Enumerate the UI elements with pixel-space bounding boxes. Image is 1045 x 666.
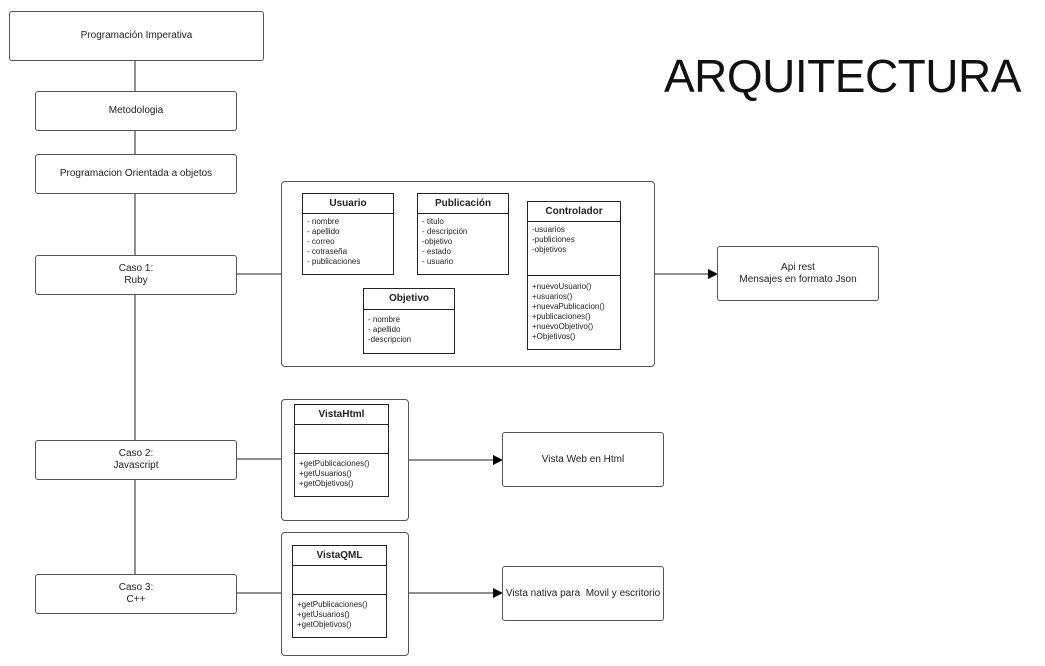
- objetivo-class: Objetivo - nombre - apellido -descripcio…: [363, 288, 455, 354]
- vistahtml-method: +getUsuarios(): [299, 469, 352, 478]
- controlador-method: +Objetivos(): [532, 332, 576, 341]
- vistahtml-class: VistaHtml +getPublicaciones() +getUsuari…: [294, 404, 389, 497]
- publicacion-attr: - estado: [422, 247, 451, 256]
- controlador-attr: -objetivos: [532, 245, 567, 254]
- publicacion-attrs: - titulo - descripción -objetivo - estad…: [418, 214, 508, 269]
- page-title: ARQUITECTURA: [664, 50, 1021, 102]
- objetivo-attr: -descripcion: [368, 335, 412, 344]
- usuario-attr: - nombre: [307, 217, 340, 226]
- controlador-method: +publicaciones(): [532, 312, 591, 321]
- objetivo-attr: - nombre: [368, 315, 401, 324]
- usuario-attr: - publicaciones: [307, 257, 361, 266]
- api-rest-box: Api rest Mensajes en formato Json: [717, 246, 879, 301]
- caso1-box: Caso 1: Ruby: [35, 255, 237, 295]
- controlador-attr: -publiciones: [532, 235, 575, 244]
- objetivo-attr: - apellido: [368, 325, 401, 334]
- vistahtml-method: +getPublicaciones(): [299, 459, 370, 468]
- vistahtml-class-name: VistaHtml: [295, 405, 388, 425]
- controlador-method: +nuevaPublicacion(): [532, 302, 605, 311]
- publicacion-attr: - usuario: [422, 257, 454, 266]
- programacion-imperativa-label: Programación Imperativa: [80, 30, 193, 41]
- programacion-imperativa-box: Programación Imperativa: [9, 11, 264, 61]
- usuario-attr: - correo: [307, 237, 335, 246]
- vistaqml-methods: +getPublicaciones() +getUsuarios() +getO…: [293, 595, 386, 632]
- caso1-label: Caso 1:: [118, 263, 154, 274]
- caso2-lang: Javascript: [113, 460, 159, 471]
- poo-label: Programacion Orientada a objetos: [59, 168, 213, 179]
- publicacion-class-name: Publicación: [418, 194, 508, 214]
- publicacion-attr: -objetivo: [422, 237, 453, 246]
- caso1-lang: Ruby: [124, 275, 148, 286]
- vistaqml-attrs: [293, 566, 386, 595]
- vistaqml-method: +getUsuarios(): [297, 610, 350, 619]
- usuario-attr: - cotraseña: [307, 247, 348, 256]
- vista-web-label: Vista Web en Html: [541, 453, 625, 465]
- controlador-class-name: Controlador: [528, 202, 620, 222]
- caso3-lang: C++: [126, 594, 146, 605]
- publicacion-class: Publicación - titulo - descripción -obje…: [417, 193, 509, 275]
- publicacion-attr: - titulo: [422, 217, 444, 226]
- usuario-attrs: - nombre - apellido - correo - cotraseña…: [303, 214, 393, 269]
- vistahtml-attrs: [295, 425, 388, 454]
- controlador-methods: +nuevoUsuario() +usuarios() +nuevaPublic…: [528, 276, 620, 344]
- objetivo-class-name: Objetivo: [364, 289, 454, 310]
- controlador-attr: -usuarios: [532, 225, 565, 234]
- publicacion-attr: - descripción: [422, 227, 468, 236]
- caso3-box: Caso 3: C++: [35, 574, 237, 614]
- api-rest-label: Api rest: [781, 261, 815, 273]
- usuario-attr: - apellido: [307, 227, 340, 236]
- controlador-method: +nuevoUsuario(): [532, 282, 592, 291]
- vistaqml-class-name: VistaQML: [293, 546, 386, 566]
- poo-box: Programacion Orientada a objetos: [35, 154, 237, 194]
- vistahtml-method: +getObjetivos(): [299, 479, 354, 488]
- metodologia-label: Metodologia: [108, 105, 164, 116]
- metodologia-box: Metodologia: [35, 91, 237, 131]
- objetivo-attrs: - nombre - apellido -descripcion: [364, 310, 454, 347]
- caso2-box: Caso 2: Javascript: [35, 440, 237, 480]
- controlador-attrs: -usuarios -publiciones -objetivos: [528, 222, 620, 276]
- vista-web-box: Vista Web en Html: [502, 432, 664, 487]
- vistaqml-method: +getPublicaciones(): [297, 600, 368, 609]
- caso2-label: Caso 2:: [118, 448, 154, 459]
- controlador-class: Controlador -usuarios -publiciones -obje…: [527, 201, 621, 350]
- vistaqml-class: VistaQML +getPublicaciones() +getUsuario…: [292, 545, 387, 638]
- controlador-method: +nuevoObjetivo(): [532, 322, 594, 331]
- controlador-method: +usuarios(): [532, 292, 573, 301]
- usuario-class: Usuario - nombre - apellido - correo - c…: [302, 193, 394, 275]
- caso3-label: Caso 3:: [118, 582, 154, 593]
- vista-nativa-label: Vista nativa para Movil y escritorio: [505, 587, 661, 599]
- vistaqml-method: +getObjetivos(): [297, 620, 352, 629]
- vistahtml-methods: +getPublicaciones() +getUsuarios() +getO…: [295, 454, 388, 491]
- vista-nativa-box: Vista nativa para Movil y escritorio: [502, 566, 664, 621]
- usuario-class-name: Usuario: [303, 194, 393, 214]
- api-rest-format: Mensajes en formato Json: [739, 273, 857, 285]
